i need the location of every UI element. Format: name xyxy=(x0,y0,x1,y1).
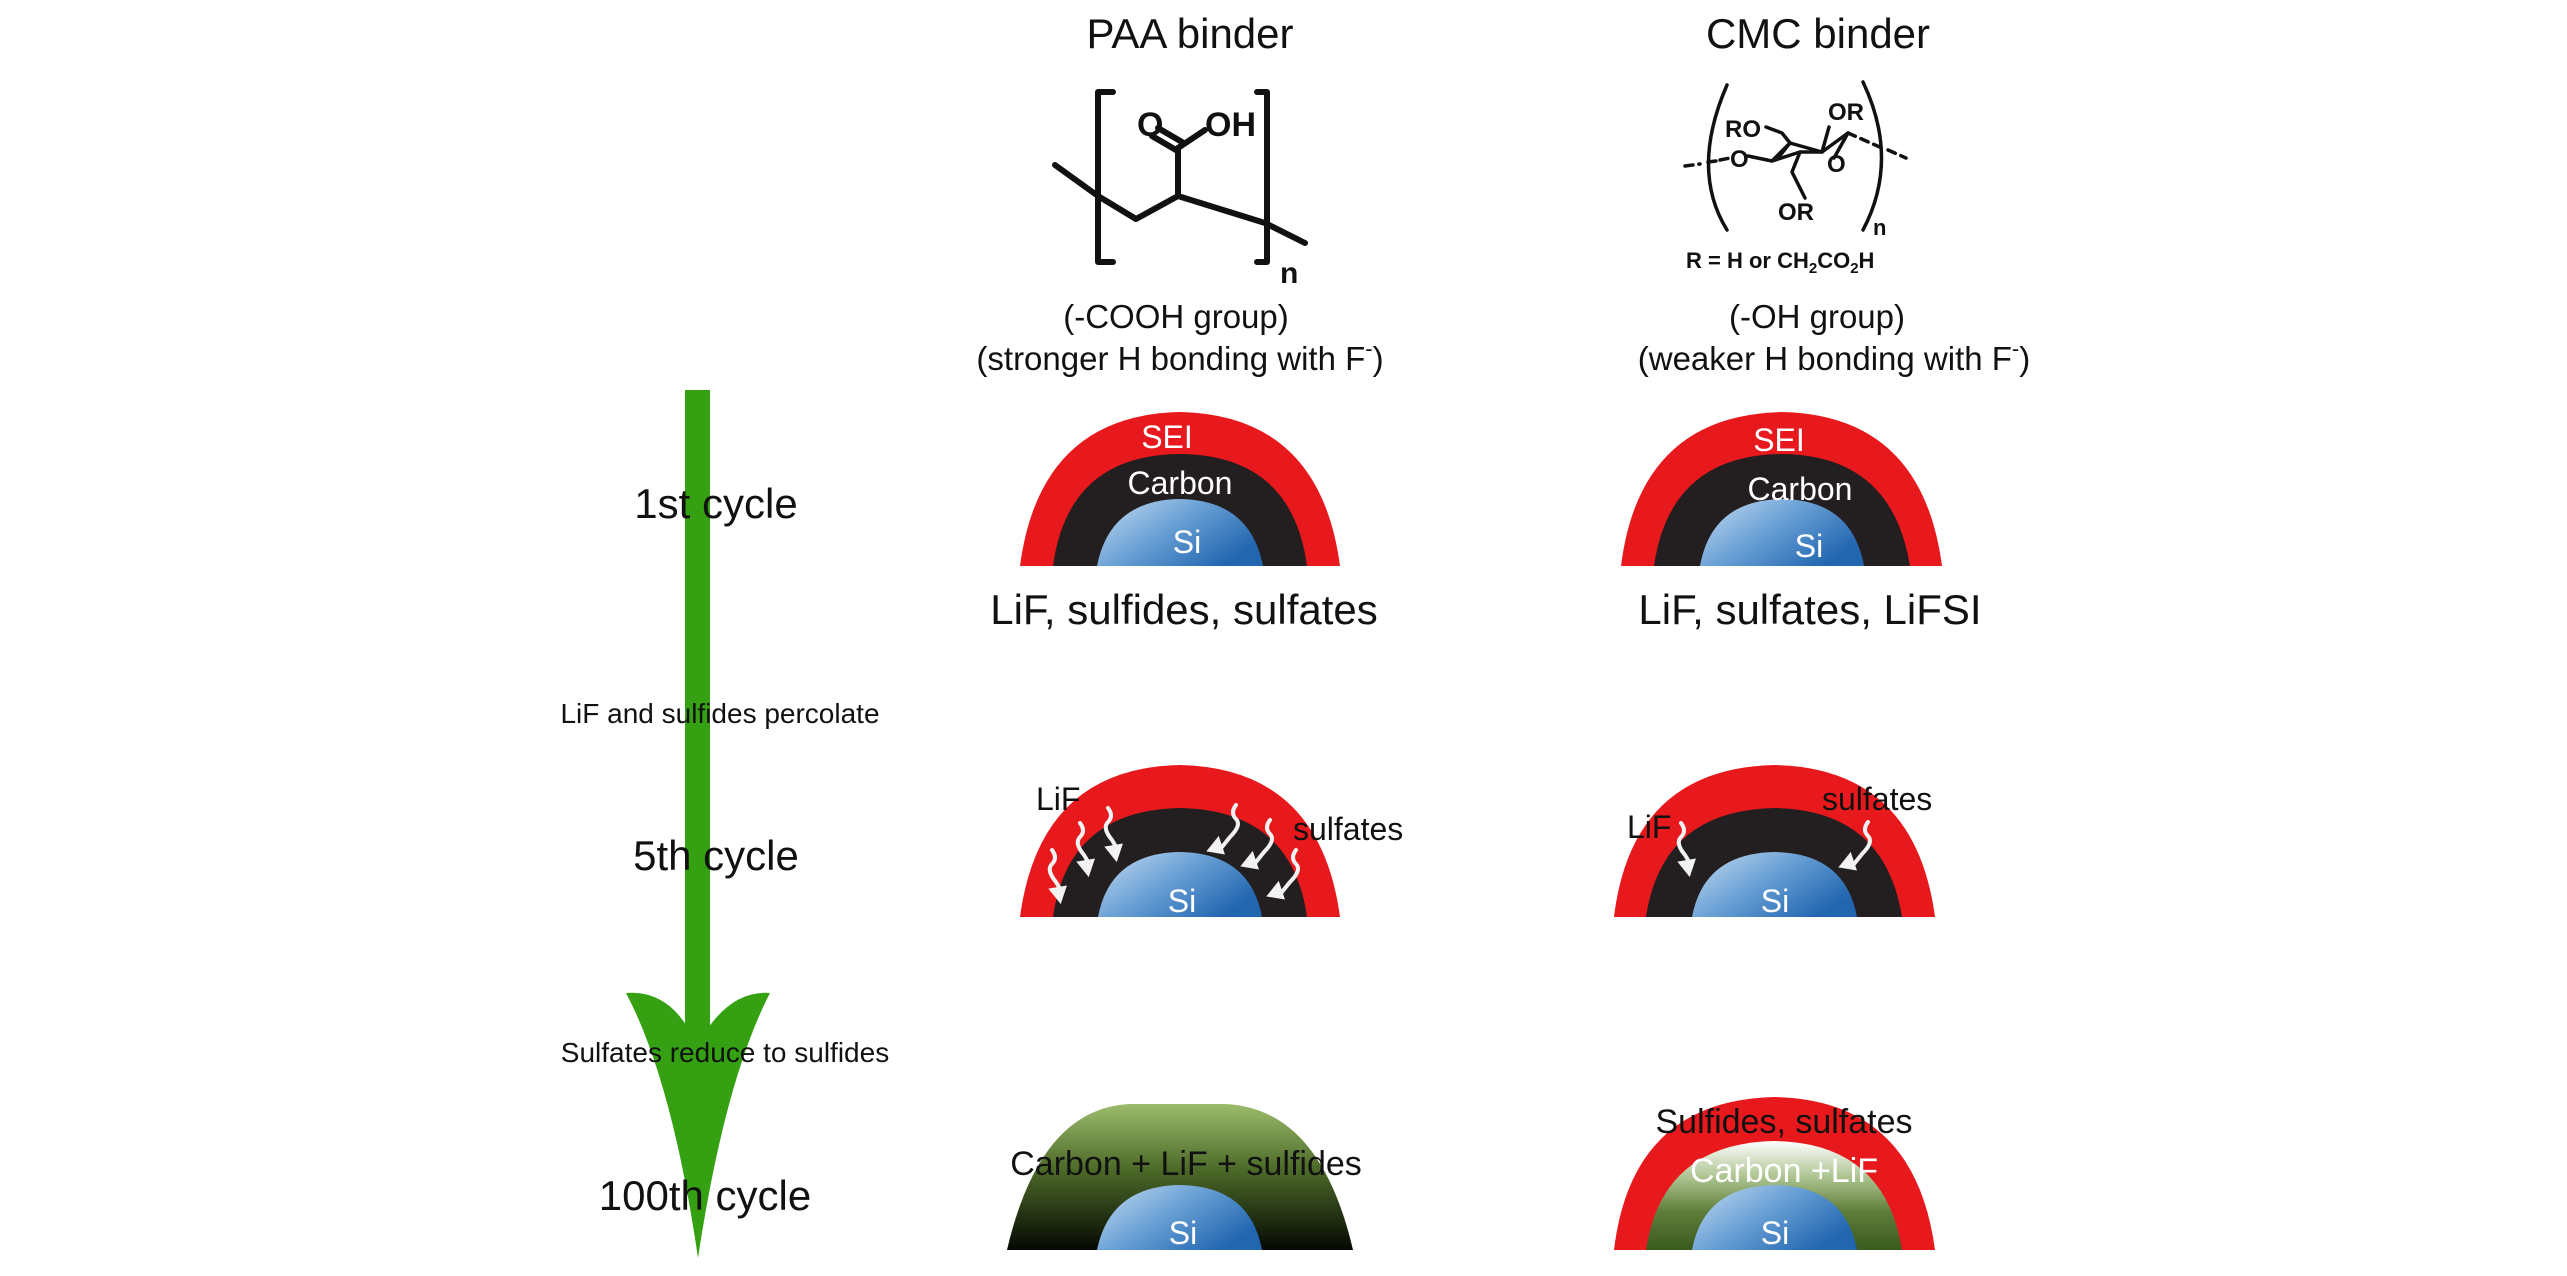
paa-bonding-label: (stronger H bonding with F-) xyxy=(976,336,1383,377)
arrow-shaft xyxy=(685,390,710,1070)
cmc-lif-label-5th: LiF xyxy=(1627,809,1671,845)
cmc-repeat-n: n xyxy=(1873,215,1886,240)
paa-structure-icon xyxy=(1052,89,1308,265)
si-core xyxy=(1692,852,1857,917)
cmc-particle-1st: SEI Carbon Si xyxy=(1621,412,1942,566)
paa-particle-5th: Si xyxy=(1020,765,1340,919)
cmc-r-def-sub1: 2 xyxy=(1809,260,1817,277)
carbon-label: Carbon xyxy=(1748,471,1853,507)
si-core xyxy=(1700,499,1864,566)
cmc-bonding-label: (weaker H bonding with F-) xyxy=(1638,336,2031,377)
paa-carbonyl-o: O xyxy=(1137,106,1163,144)
sei-label: SEI xyxy=(1141,419,1193,455)
arrow-head xyxy=(626,992,770,1258)
paa-particle-100th: Si xyxy=(1007,1104,1353,1251)
si-label: Si xyxy=(1173,524,1201,560)
sei-label: SEI xyxy=(1753,422,1805,458)
cmc-r-def-suffix: H xyxy=(1859,248,1875,273)
si-core xyxy=(1692,1185,1857,1250)
cmc-structure-icon xyxy=(1683,80,1908,232)
si-core xyxy=(1097,1185,1262,1250)
si-label: Si xyxy=(1761,1215,1789,1251)
cmc-bonding-close: ) xyxy=(2019,340,2030,377)
paa-bonding-text: (stronger H bonding with F xyxy=(976,340,1365,377)
si-label: Si xyxy=(1169,1215,1197,1251)
cmc-or-bottom-label: OR xyxy=(1778,199,1814,226)
stage-label-1st: 1st cycle xyxy=(634,480,797,527)
si-core xyxy=(1097,499,1263,566)
cmc-bonding-sup: - xyxy=(2012,336,2019,361)
cmc-header: CMC binder RO OR O O OR n R = H or CH2CO… xyxy=(1638,10,2031,377)
paa-sei-composition-100th: Carbon + LiF + sulfides xyxy=(1010,1145,1362,1183)
cmc-particle-5th: Si xyxy=(1614,765,1935,919)
si-label: Si xyxy=(1761,883,1789,919)
paa-group-label: (-COOH group) xyxy=(1063,298,1289,335)
cmc-or-top-label: OR xyxy=(1828,99,1864,126)
stage-label-100th: 100th cycle xyxy=(599,1172,811,1219)
cmc-ro-label: RO xyxy=(1725,116,1761,143)
cmc-r-def-prefix: R = H or CH xyxy=(1686,248,1809,273)
cmc-bonding-text: (weaker H bonding with F xyxy=(1638,340,2012,377)
paa-bonding-sup: - xyxy=(1365,336,1372,361)
carbon-lif-label: Carbon +LiF xyxy=(1690,1152,1878,1190)
cmc-r-definition: R = H or CH2CO2H xyxy=(1686,248,1874,277)
cmc-group-label: (-OH group) xyxy=(1729,298,1905,335)
cmc-o-left-label: O xyxy=(1730,146,1749,173)
paa-bonding-close: ) xyxy=(1373,340,1384,377)
transition-label-percolate: LiF and sulfides percolate xyxy=(560,698,879,729)
paa-oh-group: OH xyxy=(1205,106,1256,144)
cmc-r-def-sub2: 2 xyxy=(1850,260,1858,277)
si-core xyxy=(1098,852,1262,917)
paa-lif-label-5th: LiF xyxy=(1036,781,1080,817)
cmc-sulfates-label-5th: sulfates xyxy=(1822,781,1932,817)
timeline-arrow-icon xyxy=(626,390,770,1258)
diffusion-arrows-icon xyxy=(1676,820,1872,878)
transition-label-reduce: Sulfates reduce to sulfides xyxy=(561,1037,889,1068)
cmc-sei-composition-1st: LiF, sulfates, LiFSI xyxy=(1638,586,1981,633)
paa-title: PAA binder xyxy=(1086,10,1293,57)
cmc-title: CMC binder xyxy=(1706,10,1930,57)
cmc-particle-100th: Carbon +LiF Si xyxy=(1614,1097,1935,1251)
diffusion-arrows-icon xyxy=(1047,803,1300,905)
cmc-r-def-mid: CO xyxy=(1817,248,1850,273)
paa-sulfates-label-5th: sulfates xyxy=(1293,811,1403,847)
cmc-sei-composition-100th: Sulfides, sulfates xyxy=(1655,1103,1912,1141)
si-label: Si xyxy=(1168,883,1196,919)
stage-label-5th: 5th cycle xyxy=(633,832,799,879)
cmc-o-ring-label: O xyxy=(1827,151,1846,178)
paa-sei-composition-1st: LiF, sulfides, sulfates xyxy=(990,586,1378,633)
si-label: Si xyxy=(1795,528,1823,564)
degraded-layer xyxy=(1007,1104,1353,1250)
paa-header: PAA binder O OH n (-COOH group) (stronge… xyxy=(976,10,1383,377)
carbon-label: Carbon xyxy=(1128,465,1233,501)
paa-particle-1st: SEI Carbon Si xyxy=(1020,412,1340,566)
paa-repeat-n: n xyxy=(1280,257,1298,290)
